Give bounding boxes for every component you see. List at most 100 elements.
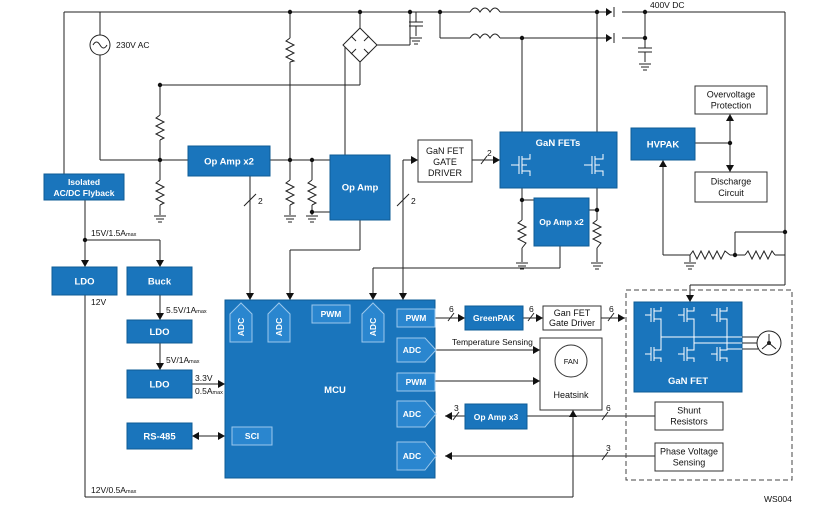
ldo33-out1-label: 3.3V <box>195 373 213 383</box>
gan-fet-enclosure <box>625 289 793 481</box>
resistors <box>154 37 776 261</box>
discharge-line2: Circuit <box>718 188 744 198</box>
gan-fets-block: GaN FETs <box>499 131 618 189</box>
mcu-block: MCU ADC ADC PWM ADC PWM ADC PWM <box>224 299 437 479</box>
aux-out-label: 12V/0.5Amax <box>91 485 137 495</box>
mcu-pwm-1: PWM <box>396 308 436 328</box>
bus-label-gate2: 6 <box>529 304 534 314</box>
svg-text:ADC: ADC <box>236 318 246 336</box>
shunt-line2: Resistors <box>670 417 708 427</box>
opamp-mid-label: Op Amp <box>342 183 379 194</box>
opamp-x2-right-block: Op Amp x2 <box>533 197 590 247</box>
mcu-title: MCU <box>324 385 346 396</box>
flyback-line2: AC/DC Flyback <box>54 188 115 198</box>
ldo-5v-label: LDO <box>149 327 169 338</box>
svg-text:SCI: SCI <box>245 431 259 441</box>
mcu-pwm-2: PWM <box>396 372 436 392</box>
mcu-adc-1: ADC <box>229 302 253 343</box>
discharge-line1: Discharge <box>711 177 752 187</box>
gan-gate-driver2-block: Gan FET Gate Driver <box>542 305 602 331</box>
figure-ref: WS004 <box>764 494 792 504</box>
heatsink-block: FAN Heatsink <box>539 337 603 411</box>
greenpak-label: GreenPAK <box>473 313 516 323</box>
rs485-block: RS-485 <box>126 422 193 450</box>
ldo12-out-label: 12V <box>91 297 106 307</box>
temp-sensing-label: Temperature Sensing <box>452 337 533 347</box>
mcu-sci: SCI <box>231 426 273 446</box>
svg-text:PWM: PWM <box>321 309 342 319</box>
gan-gate2-line2: Gate Driver <box>549 318 595 328</box>
bus-label-greenpak: 6 <box>449 304 454 314</box>
motor-symbol <box>756 330 782 356</box>
ac-source-label: 230V AC <box>116 40 150 50</box>
inductors <box>469 7 501 39</box>
hvpak-block: HVPAK <box>630 127 696 161</box>
shunt-line1: Shunt <box>677 406 701 416</box>
discharge-block: Discharge Circuit <box>694 171 768 203</box>
fan-label: FAN <box>564 357 579 366</box>
bridge-rectifier-symbol <box>342 27 378 63</box>
mcu-pwm-top: PWM <box>311 304 351 324</box>
mcu-adc-3: ADC <box>361 302 385 343</box>
buck-block: Buck <box>126 266 193 296</box>
gan-gate2-line1: Gan FET <box>554 308 591 318</box>
ac-source-symbol <box>89 34 111 56</box>
gan-gate-line1: GaN FET <box>426 146 465 156</box>
ldo-12v-block: LDO <box>51 266 118 296</box>
overvoltage-line2: Protection <box>711 101 752 111</box>
ldo-12v-label: LDO <box>74 277 94 288</box>
bus-label-phase: 3 <box>606 443 611 453</box>
bus-label-opamp-x3: 3 <box>454 403 459 413</box>
rs485-label: RS-485 <box>143 432 176 443</box>
flyback-out-label: 15V/1.5Amax <box>91 228 137 238</box>
opamp-x3-block: Op Amp x3 <box>464 403 528 430</box>
svg-text:ADC: ADC <box>403 451 421 461</box>
svg-text:PWM: PWM <box>406 313 427 323</box>
ldo-5v-block: LDO <box>126 319 193 344</box>
opamp-x2-left-block: Op Amp x2 <box>187 145 271 177</box>
svg-text:ADC: ADC <box>403 345 421 355</box>
mcu-adc-right-1: ADC <box>396 337 437 363</box>
gan-fet-bridge-block: GaN FET <box>633 301 743 393</box>
gan-fets-label: GaN FETs <box>536 138 581 149</box>
greenpak-block: GreenPAK <box>464 305 524 331</box>
ldo5-out-label: 5V/1Amax <box>166 355 200 365</box>
flyback-block: Isolated AC/DC Flyback <box>43 173 125 201</box>
junction-dots <box>82 9 788 258</box>
capacitors <box>409 12 652 62</box>
gan-gate-line3: DRIVER <box>428 168 463 178</box>
gan-gate-driver-block: GaN FET GATE DRIVER <box>417 139 473 183</box>
opamp-x2-right-label: Op Amp x2 <box>539 217 584 227</box>
ldo33-out2-label: 0.5Amax <box>195 386 223 396</box>
bus-label-opamp-left: 2 <box>258 196 263 206</box>
svg-text:PWM: PWM <box>406 377 427 387</box>
opamp-x3-label: Op Amp x3 <box>474 412 519 422</box>
flyback-line1: Isolated <box>68 177 100 187</box>
overvoltage-block: Overvoltage Protection <box>694 85 768 115</box>
svg-text:ADC: ADC <box>403 409 421 419</box>
phase-line1: Phase Voltage <box>660 447 718 457</box>
svg-text:ADC: ADC <box>274 318 284 336</box>
ground-symbols <box>154 37 696 270</box>
heatsink-label: Heatsink <box>553 390 589 400</box>
mcu-adc-right-3: ADC <box>396 441 437 471</box>
svg-text:ADC: ADC <box>368 318 378 336</box>
gan-gate-line2: GATE <box>433 157 457 167</box>
phase-line2: Sensing <box>673 458 706 468</box>
shunt-block: Shunt Resistors <box>654 401 724 431</box>
mcu-adc-right-2: ADC <box>396 400 437 428</box>
bus-label-bridge: 6 <box>609 304 614 314</box>
mcu-adc-2: ADC <box>267 302 291 343</box>
phase-sensing-block: Phase Voltage Sensing <box>654 442 724 472</box>
bus-label-gan-fets: 2 <box>487 148 492 158</box>
arrowheads <box>81 8 734 460</box>
bus-label-gate-driver: 2 <box>411 196 416 206</box>
opamp-mid-block: Op Amp <box>329 154 391 221</box>
ldo-3v3-label: LDO <box>149 380 169 391</box>
dc-bus-label: 400V DC <box>650 0 685 10</box>
overvoltage-line1: Overvoltage <box>707 90 756 100</box>
buck-label: Buck <box>148 277 172 288</box>
bus-label-shunt: 6 <box>606 403 611 413</box>
ldo-3v3-block: LDO <box>126 369 193 399</box>
